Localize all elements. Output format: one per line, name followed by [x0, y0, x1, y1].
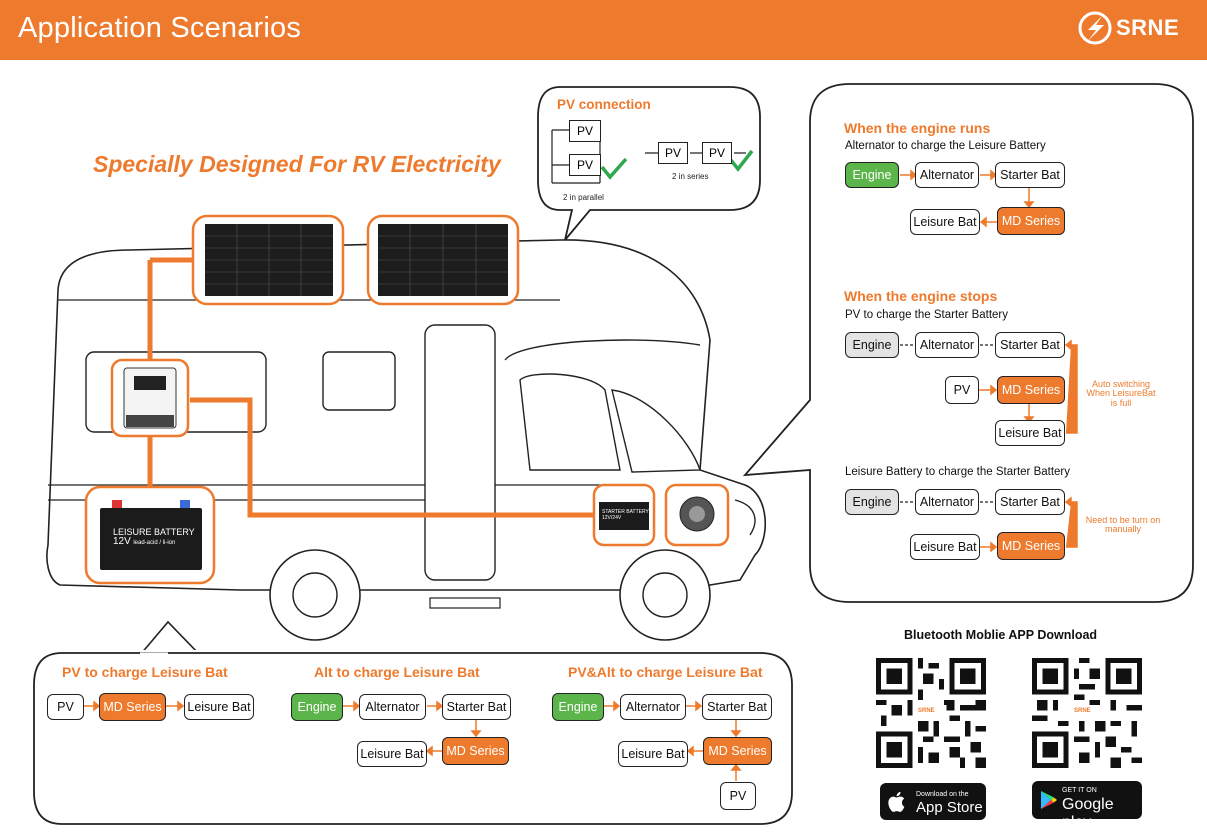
google-play-qr-code[interactable] [1032, 658, 1142, 768]
s1-pv-box: PV [47, 694, 84, 720]
engine-box-2: Engine [845, 489, 899, 515]
leisure-bat-box: Leisure Bat [910, 209, 980, 235]
starter-bat-box-stopped: Starter Bat [995, 332, 1065, 358]
parallel-caption: 2 in parallel [563, 193, 604, 202]
pv-series-2: PV [702, 142, 732, 164]
windshield [611, 389, 701, 473]
s2-md-series-box: MD Series [442, 737, 509, 765]
brand-name: SRNE [1116, 15, 1180, 40]
google-play-button[interactable]: GET IT ON Google play [1032, 781, 1142, 831]
controller-display [134, 376, 166, 390]
manual-note: Need to be turn on manually [1085, 515, 1161, 535]
app-download-title: Bluetooth Moblie APP Download [904, 628, 1098, 642]
s3-engine-box: Engine [552, 693, 604, 721]
leisure-battery-label: LEISURE BATTERY 12V lead-acid / li-ion [113, 527, 195, 548]
qr-logo-2: SRNE [1074, 708, 1091, 714]
app-store-qr-code[interactable] [876, 658, 986, 768]
s1-leisure-bat-box: Leisure Bat [184, 694, 254, 720]
srne-logo-icon [1078, 11, 1112, 45]
series-caption: 2 in series [672, 172, 709, 181]
apple-icon [888, 791, 905, 812]
s1-md-series-box: MD Series [99, 693, 166, 721]
rv-door [424, 324, 496, 581]
app-store-button[interactable]: Download on the App Store [880, 783, 986, 820]
starter-battery-label: STARTER BATTERY 12V/24V [602, 509, 649, 521]
header-bar [0, 0, 1207, 60]
tagline: Specially Designed For RV Electricity [93, 151, 501, 177]
qr-logo-1: SRNE [918, 708, 935, 714]
scenario-3-title: PV&Alt to charge Leisure Bat [568, 664, 763, 680]
series-check-icon [728, 149, 754, 172]
s2-alternator-box: Alternator [359, 694, 426, 720]
cab-window [519, 373, 621, 471]
google-play-small-text: GET IT ON [1062, 787, 1097, 794]
s3-pv-box: PV [720, 782, 756, 810]
scenario-1-title: PV to charge Leisure Bat [62, 664, 228, 680]
pv-box: PV [945, 376, 979, 404]
alternator-box-2: Alternator [915, 489, 979, 515]
engine-box-stopped: Engine [845, 332, 899, 358]
google-play-big-text: Google play [1062, 796, 1114, 831]
s3-alternator-box: Alternator [620, 694, 686, 720]
starter-battery [599, 502, 649, 530]
engine-box: Engine [845, 162, 899, 188]
app-store-small-text: Download on the [916, 791, 969, 798]
engine-stops-title: When the engine stops [844, 288, 998, 304]
engine-runs-title: When the engine runs [844, 120, 991, 136]
engine-runs-subtitle: Alternator to charge the Leisure Battery [845, 140, 1046, 152]
rv-body [46, 239, 766, 591]
side-window [322, 351, 396, 411]
s3-md-series-box: MD Series [703, 737, 772, 765]
scenario-2-title: Alt to charge Leisure Bat [314, 664, 480, 680]
engine-stops-subtitle-1: PV to charge the Starter Battery [845, 309, 1008, 321]
pv-parallel-1: PV [569, 120, 601, 142]
pv-parallel-2: PV [569, 154, 601, 176]
leisure-bat-box-stopped: Leisure Bat [995, 420, 1065, 446]
alternator-box: Alternator [915, 162, 979, 188]
starter-bat-box-2: Starter Bat [995, 489, 1065, 515]
md-series-box-2: MD Series [997, 532, 1065, 560]
brand-logo: SRNE [1078, 8, 1198, 50]
pv-connection-title: PV connection [557, 97, 651, 112]
app-store-big-text: App Store [916, 799, 983, 816]
parallel-check-icon [600, 157, 628, 180]
power-cable [147, 260, 600, 518]
starter-bat-box: Starter Bat [995, 162, 1065, 188]
s3-starter-bat-box: Starter Bat [702, 694, 772, 720]
s2-starter-bat-box: Starter Bat [442, 694, 511, 720]
leisure-bat-box-2: Leisure Bat [910, 534, 980, 560]
rv-illustration [46, 214, 766, 650]
page-title: Application Scenarios [18, 12, 302, 44]
engine-stops-subtitle-2: Leisure Battery to charge the Starter Ba… [845, 466, 1071, 478]
md-series-box-stopped: MD Series [997, 376, 1065, 404]
md-series-box: MD Series [997, 207, 1065, 235]
s3-leisure-bat-box: Leisure Bat [618, 741, 688, 767]
s2-leisure-bat-box: Leisure Bat [357, 741, 427, 767]
pv-series-1: PV [658, 142, 688, 164]
google-play-icon [1041, 791, 1057, 809]
leisure-battery [100, 508, 202, 570]
auto-switching-note: Auto switching When LeisureBat is full [1086, 379, 1156, 408]
alternator-box-stopped: Alternator [915, 332, 979, 358]
s2-engine-box: Engine [291, 693, 343, 721]
